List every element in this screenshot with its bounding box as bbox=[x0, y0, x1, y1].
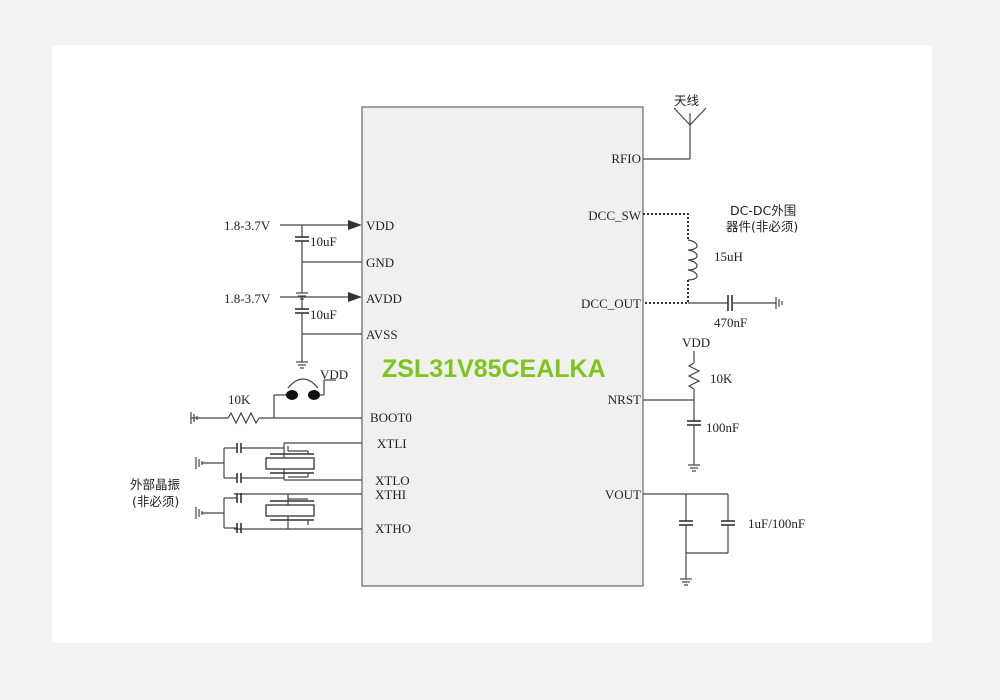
dcdc-note-line2: 器件(非必须) bbox=[726, 219, 798, 234]
avdd-cap-label: 10uF bbox=[310, 307, 337, 322]
boot0-resistor-label: 10K bbox=[228, 392, 251, 407]
inductor-label: 15uH bbox=[714, 249, 743, 264]
crystal-icon bbox=[265, 457, 315, 470]
vout-cap-label: 1uF/100nF bbox=[748, 516, 805, 531]
pin-label-rfio: RFIO bbox=[611, 151, 641, 166]
ground-symbol-icon bbox=[775, 297, 783, 309]
vout-section: 1uF/100nF bbox=[643, 493, 805, 586]
boot0-jumper-vdd-label: VDD bbox=[320, 367, 348, 382]
pin-label-dcc-sw: DCC_SW bbox=[588, 208, 641, 223]
inductor-icon bbox=[687, 239, 698, 281]
pin-label-xtlo: XTLO bbox=[375, 473, 410, 488]
reset-cap-label: 100nF bbox=[706, 420, 739, 435]
crystal-note-line1: 外部晶振 bbox=[130, 477, 181, 492]
chip-body bbox=[361, 106, 644, 587]
jumper-cap-icon bbox=[287, 378, 319, 389]
pin-label-xtli: XTLI bbox=[377, 436, 407, 451]
dcdc-section: 15uH DC-DC外围 器件(非必须) 470nF bbox=[643, 203, 798, 330]
avdd-supply-section: 1.8-3.7V 10uF bbox=[224, 291, 362, 369]
ground-symbol-icon bbox=[296, 361, 308, 369]
vdd-supply-section: 1.8-3.7V 10uF bbox=[224, 218, 362, 300]
vdd-voltage-label: 1.8-3.7V bbox=[224, 218, 271, 233]
reset-resistor-icon bbox=[687, 362, 701, 390]
chip-part-number: ZSL31V85CEALKA bbox=[382, 355, 606, 383]
pin-label-xtho: XTHO bbox=[375, 521, 411, 536]
jumper-pad-icon bbox=[286, 390, 298, 400]
pin-label-xthi: XTHI bbox=[375, 487, 406, 502]
crystal-icon bbox=[265, 504, 315, 517]
boot0-resistor-icon bbox=[227, 411, 260, 425]
vdd-arrow-icon bbox=[348, 220, 362, 230]
antenna-icon bbox=[673, 107, 707, 126]
ground-symbol-icon bbox=[680, 578, 692, 586]
ground-symbol-icon bbox=[195, 457, 203, 469]
avdd-voltage-label: 1.8-3.7V bbox=[224, 291, 271, 306]
pin-label-avss: AVSS bbox=[366, 327, 398, 342]
pin-label-boot0: BOOT0 bbox=[370, 410, 412, 425]
pin-label-gnd: GND bbox=[366, 255, 394, 270]
schematic-diagram: ZSL31V85CEALKA VDD GND AVDD AVSS BOOT0 X… bbox=[130, 93, 805, 587]
jumper-pad-icon bbox=[308, 390, 320, 400]
reset-vdd-label: VDD bbox=[682, 335, 710, 350]
antenna-section: 天线 bbox=[643, 93, 707, 160]
pin-label-vdd: VDD bbox=[366, 218, 394, 233]
dcdc-note-line1: DC-DC外围 bbox=[730, 203, 796, 218]
ground-symbol-icon bbox=[195, 507, 203, 519]
boot0-section: 10K VDD bbox=[190, 367, 362, 425]
pin-label-avdd: AVDD bbox=[366, 291, 402, 306]
vdd-cap-label: 10uF bbox=[310, 234, 337, 249]
crystal-note-line2: (非必须) bbox=[132, 494, 179, 509]
pin-label-vout: VOUT bbox=[605, 487, 641, 502]
antenna-label: 天线 bbox=[674, 93, 700, 108]
ground-symbol-icon bbox=[688, 464, 700, 472]
crystal-low-section bbox=[195, 442, 362, 483]
pin-label-nrst: NRST bbox=[608, 392, 641, 407]
dcdc-cap-label: 470nF bbox=[714, 315, 747, 330]
pin-label-dcc-out: DCC_OUT bbox=[581, 296, 641, 311]
crystal-high-section bbox=[195, 493, 362, 533]
reset-resistor-label: 10K bbox=[710, 371, 733, 386]
diagram-card: ZSL31V85CEALKA VDD GND AVDD AVSS BOOT0 X… bbox=[52, 45, 932, 643]
reset-section: VDD 10K 100nF bbox=[643, 335, 739, 472]
avdd-arrow-icon bbox=[348, 292, 362, 302]
